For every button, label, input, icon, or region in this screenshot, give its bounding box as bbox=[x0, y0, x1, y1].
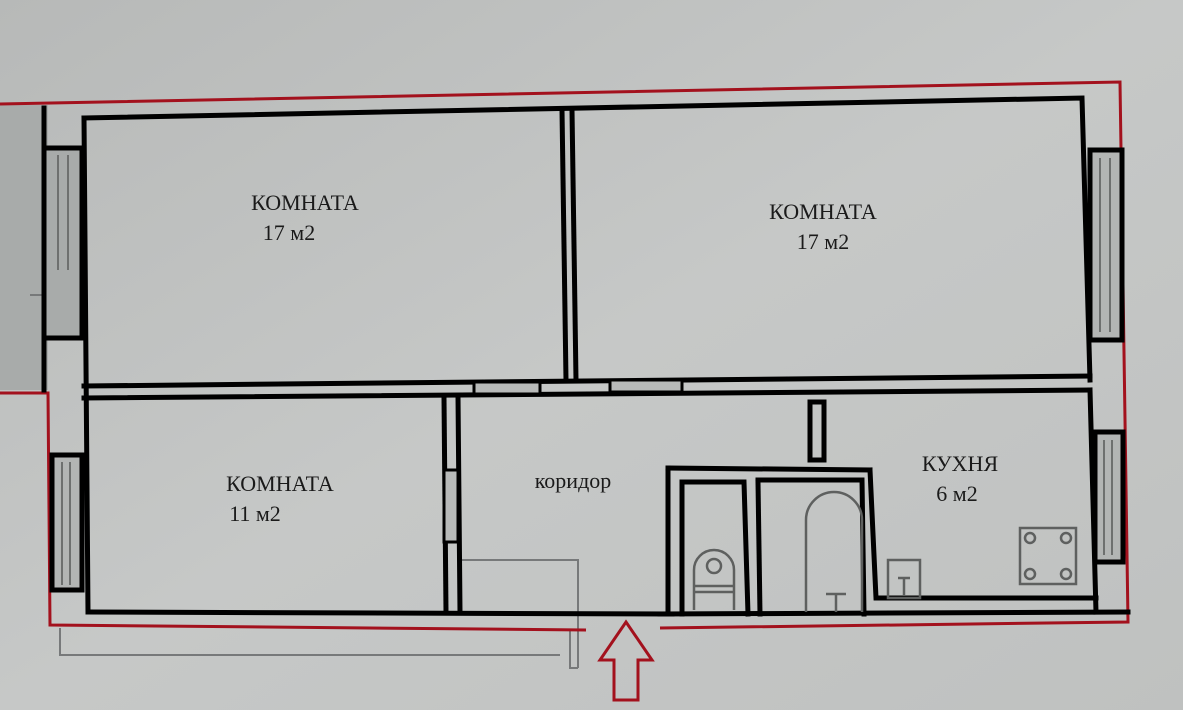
room-label-1: КОМНАТА 17 м2 bbox=[251, 190, 359, 245]
walls bbox=[41, 95, 1131, 617]
corridor-label: коридор bbox=[534, 468, 612, 493]
apartment-outline bbox=[0, 80, 1130, 632]
stove-icon bbox=[1018, 526, 1078, 586]
kitchen-label: КУХНЯ 6 м2 bbox=[921, 451, 999, 506]
entrance-arrow-icon bbox=[597, 619, 655, 702]
pencil-lines bbox=[30, 294, 579, 669]
bathtub-icon bbox=[804, 490, 864, 612]
room-label-3: КОМНАТА 11 м2 bbox=[226, 471, 334, 526]
windows bbox=[41, 145, 1126, 593]
sink-icon bbox=[886, 558, 922, 600]
balcony-area bbox=[0, 105, 48, 390]
door-openings bbox=[442, 378, 684, 544]
room-label-2: КОМНАТА 17 м2 bbox=[769, 199, 877, 254]
toilet-icon bbox=[692, 548, 736, 610]
